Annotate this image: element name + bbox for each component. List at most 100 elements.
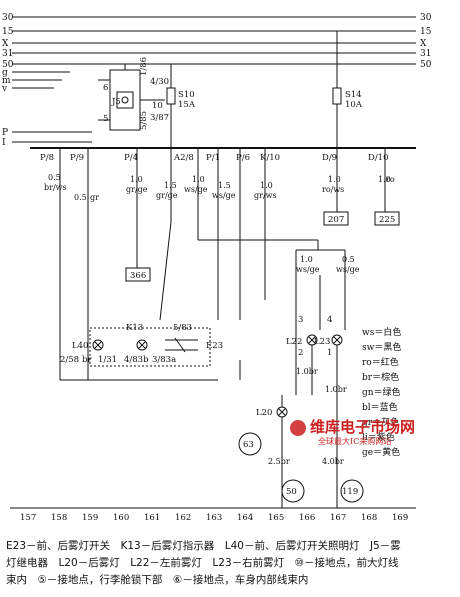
legend-sw: sw＝黑色 bbox=[362, 341, 401, 353]
fog-lamps: 1.0 ws/ge 0.5 ws/ge L22 L23 3 4 2 1 1.0b… bbox=[256, 255, 360, 478]
grid-161: 161 bbox=[144, 513, 160, 523]
relay-pin-3-87: 3/87 bbox=[150, 113, 169, 123]
ground-119: 119 bbox=[342, 487, 358, 497]
relay-pin-10: 10 bbox=[152, 101, 163, 111]
legend-bl: bl＝蓝色 bbox=[362, 401, 398, 413]
fuse-s10: S10 15A bbox=[166, 64, 196, 148]
legend-ro: ro＝红色 bbox=[362, 356, 399, 368]
grid-163: 163 bbox=[206, 513, 222, 523]
l40-label: L40 bbox=[72, 341, 88, 351]
grid-169: 169 bbox=[392, 513, 408, 523]
bus-label-right-30: 30 bbox=[420, 13, 432, 23]
relay-pin-5-85: 5/85 bbox=[139, 111, 149, 130]
relay-pin-6: 6 bbox=[103, 83, 108, 93]
ground-50: 50 bbox=[286, 487, 297, 497]
lower-wire-size-4: 1.0br bbox=[325, 385, 347, 394]
fuse-s14-rating: 10A bbox=[345, 100, 363, 110]
wire-color-k10: gr/ws bbox=[254, 191, 277, 200]
fuse-s10-name: S10 bbox=[178, 90, 195, 100]
fuse-s14: S14 10A bbox=[332, 31, 363, 148]
ground-points: 63 50 119 bbox=[238, 432, 364, 508]
lower-wire-color-1: ws/ge bbox=[296, 265, 320, 274]
wire-size-k10: 1.0 bbox=[260, 181, 273, 190]
grid-166: 166 bbox=[299, 513, 315, 523]
terminal-207: 207 bbox=[328, 215, 344, 225]
relay-label: J5 bbox=[111, 97, 121, 107]
lower-wire-size-6: 4.0br bbox=[322, 457, 344, 466]
relay-pin-5: 5 bbox=[103, 114, 108, 124]
color-legend: ws＝白色 sw＝黑色 ro＝红色 br＝棕色 gn＝绿色 bl＝蓝色 gr＝灰… bbox=[362, 326, 401, 458]
bus-lines: 30 15 X 31 50 30 15 X 31 50 g m v bbox=[1, 13, 432, 94]
wire-color-p4: gr/ge bbox=[126, 185, 148, 194]
switch-5-83-label: 5/83 bbox=[173, 323, 192, 333]
wire-color-d9: ro/ws bbox=[322, 185, 344, 194]
signal-label-m: m bbox=[2, 76, 11, 86]
wire-color-p9: gr bbox=[90, 193, 99, 202]
switch-pin-4-83b: 4/83b bbox=[124, 355, 149, 365]
ground-63: 63 bbox=[243, 440, 254, 450]
caption-line-1: E23－前、后雾灯开关 K13－后雾灯指示器 L40－前、后雾灯开关照明灯 J5… bbox=[6, 540, 401, 552]
lamp-label-l20: L20 bbox=[256, 408, 272, 418]
pin-a2-8: A2/8 bbox=[173, 153, 194, 163]
wire-color-a2-8: gr/ge bbox=[156, 191, 178, 200]
wire-size-p8: 0.5 bbox=[48, 173, 61, 182]
wire-size-p9: 0.5 bbox=[74, 193, 87, 202]
lamp-label-l23: L23 bbox=[314, 337, 330, 347]
wire-color-p1: ws/ge bbox=[184, 185, 208, 194]
wire-size-d10: 1.0 bbox=[378, 175, 391, 184]
legend-br: br＝棕色 bbox=[362, 371, 399, 383]
grid-159: 159 bbox=[82, 513, 98, 523]
terminal-225: 225 bbox=[379, 215, 395, 225]
grid-164: 164 bbox=[237, 513, 253, 523]
watermark-title: 维库电子市场网 bbox=[310, 418, 415, 436]
legend-ge: ge＝黄色 bbox=[362, 446, 400, 458]
grid-168: 168 bbox=[361, 513, 377, 523]
pin-p1: P/1 bbox=[206, 153, 220, 163]
wire-size-p1: 1.0 bbox=[192, 175, 205, 184]
relay-pin-4-30: 4/30 bbox=[150, 77, 169, 87]
e23-label: E23 bbox=[206, 341, 223, 351]
lower-wire-size-3: 1.0br bbox=[296, 367, 318, 376]
figure-caption: E23－前、后雾灯开关 K13－后雾灯指示器 L40－前、后雾灯开关照明灯 J5… bbox=[6, 538, 454, 589]
switch-pin-2-58: 2/58 bbox=[60, 355, 79, 365]
lower-wire-size-5: 2.5br bbox=[268, 457, 290, 466]
wire-size-p4: 1.0 bbox=[130, 175, 143, 184]
relay-pin-1-86: 1/86 bbox=[139, 57, 149, 76]
wire-size-d9: 1.0 bbox=[328, 175, 341, 184]
pin-p9: P/9 bbox=[70, 153, 84, 163]
pin-p6: P/6 bbox=[236, 153, 250, 163]
bus-label-left-15: 15 bbox=[2, 27, 14, 37]
lower-wire-size-2: 0.5 bbox=[342, 255, 355, 264]
connector-bar: P I P/8 P/9 P/4 A2/8 P/1 P/6 K/10 D/9 D/… bbox=[2, 128, 416, 163]
caption-line-2: 灯继电器 L20－后雾灯 L22－左前雾灯 L23－右前雾灯 ⑩－接地点，前大灯… bbox=[6, 557, 399, 569]
line-label-i: I bbox=[2, 138, 6, 148]
lower-wire-color-2: ws/ge bbox=[336, 265, 360, 274]
grid-157: 157 bbox=[20, 513, 36, 523]
grid-numbers: 157 158 159 160 161 162 163 164 165 166 … bbox=[10, 507, 416, 523]
legend-gn: gn＝绿色 bbox=[362, 386, 401, 398]
wire-size-a2-8: 1.5 bbox=[164, 181, 177, 190]
k13-label: K13 bbox=[126, 323, 143, 333]
lamp-pin-2: 2 bbox=[298, 348, 303, 358]
line-label-p: P bbox=[2, 128, 8, 138]
lower-wire-size-1: 1.0 bbox=[300, 255, 313, 264]
switch-pin-1-31: 1/31 bbox=[98, 355, 117, 365]
legend-ws: ws＝白色 bbox=[362, 326, 401, 338]
pin-k10: K/10 bbox=[260, 153, 280, 163]
pin-d10: D/10 bbox=[368, 153, 389, 163]
switch-pin-3-83a: 3/83a bbox=[152, 355, 176, 365]
relay-j5: J5 6 1/86 4/30 5 5/85 10 3/87 bbox=[98, 57, 169, 131]
wire-size-p1b: 1.5 bbox=[218, 181, 231, 190]
lamp-pin-4: 4 bbox=[327, 315, 332, 325]
signal-label-g: g bbox=[2, 68, 8, 78]
terminal-366: 366 bbox=[130, 271, 146, 281]
watermark: 维库电子市场网 全球最大IC采购网站 bbox=[290, 418, 415, 446]
pin-p8: P/8 bbox=[40, 153, 54, 163]
lamp-pin-3: 3 bbox=[298, 315, 303, 325]
wires-upper: 0.5 br/ws 0.5 gr 1.0 gr/ge 1.5 gr/ge 1.0… bbox=[44, 148, 395, 380]
legend-gr: gr＝灰色 bbox=[362, 416, 399, 428]
switch-assembly: K13 5/83 E23 L40 2/58 br 1/31 4/83b 3/83… bbox=[60, 323, 241, 381]
grid-158: 158 bbox=[51, 513, 67, 523]
caption-line-3: 束内 ⑤－接地点，行李舱锁下部 ⑥－接地点，车身内部线束内 bbox=[6, 574, 309, 586]
